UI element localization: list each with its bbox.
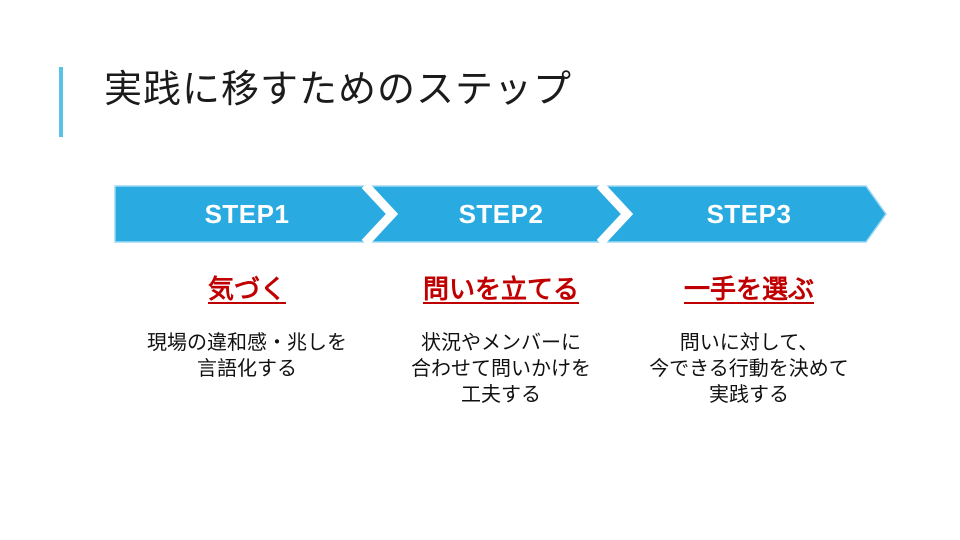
step1-column: 気づく 現場の違和感・兆しを 言語化する	[117, 272, 377, 382]
step2-heading: 問いを立てる	[422, 274, 579, 304]
step2-column: 問いを立てる 状況やメンバーに 合わせて問いかけを 工夫する	[371, 272, 631, 408]
step-label-3: STEP3	[707, 199, 792, 229]
step3-description: 問いに対して、 今できる行動を決めて 実践する	[649, 332, 849, 406]
step3-column: 一手を選ぶ 問いに対して、 今できる行動を決めて 実践する	[619, 272, 879, 408]
banner-separator-1	[361, 181, 399, 247]
banner-separator-2	[596, 181, 634, 247]
step-label-2: STEP2	[459, 199, 544, 229]
step1-description: 現場の違和感・兆しを 言語化する	[147, 332, 347, 380]
step1-heading: 気づく	[207, 274, 286, 304]
banner-arrow-shape	[114, 185, 887, 243]
step-banner: STEP1 STEP2 STEP3	[114, 181, 887, 247]
title-accent-bar	[59, 67, 63, 137]
step2-description: 状況やメンバーに 合わせて問いかけを 工夫する	[411, 332, 591, 406]
slide-title: 実践に移すためのステップ	[104, 69, 573, 111]
step3-heading: 一手を選ぶ	[683, 274, 814, 304]
step-label-1: STEP1	[205, 199, 290, 229]
